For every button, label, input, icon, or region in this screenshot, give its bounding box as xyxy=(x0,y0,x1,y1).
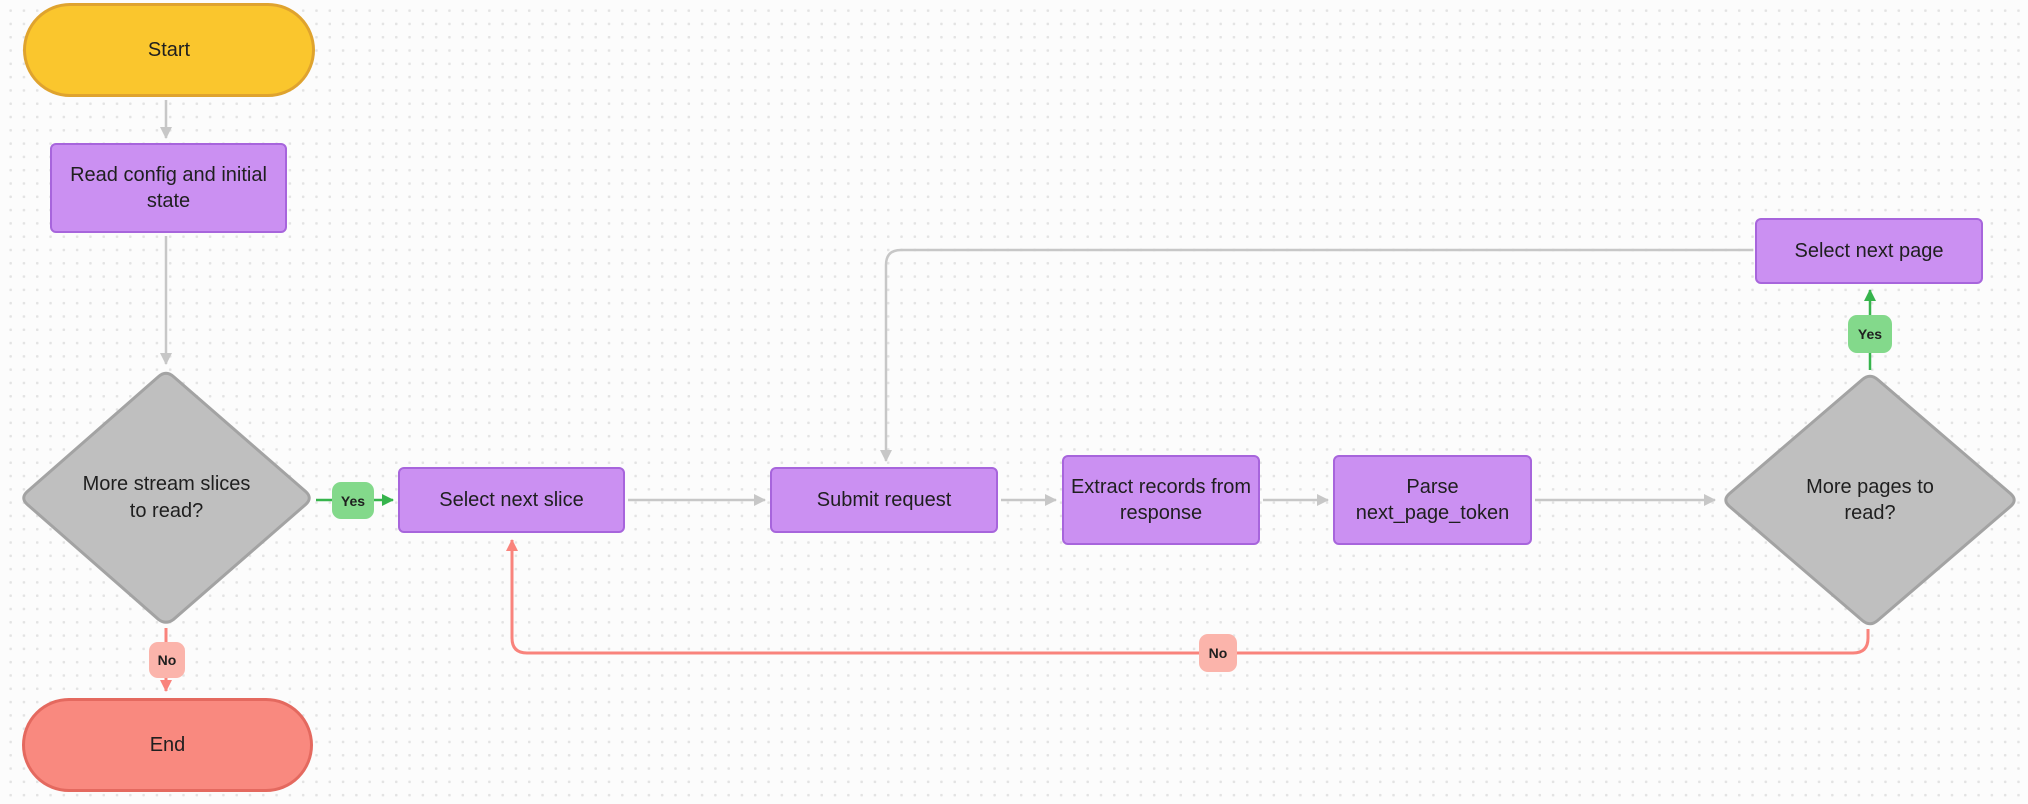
node-label: Select next page xyxy=(1794,239,1944,262)
edge-label-more-slices-yes[interactable]: Yes xyxy=(332,482,374,519)
node-extract-records[interactable]: Extract records from response xyxy=(1062,455,1260,545)
node-label: Extract records from response xyxy=(1070,475,1252,524)
node-select-next-slice[interactable]: Select next slice xyxy=(398,467,625,533)
node-label: Submit request xyxy=(816,488,952,511)
node-label: Parse next_page_token xyxy=(1355,475,1510,524)
node-parse-next-page-token[interactable]: Parse next_page_token xyxy=(1333,455,1532,545)
node-label: End xyxy=(149,733,186,756)
decision-more-pages[interactable] xyxy=(1724,374,2016,626)
node-label: Select next slice xyxy=(439,488,584,511)
node-end[interactable]: End xyxy=(22,698,313,792)
node-read-config[interactable]: Read config and initial state xyxy=(50,143,287,233)
node-start[interactable]: Start xyxy=(23,3,315,97)
edge-more-pages-no-loop xyxy=(506,539,1870,655)
edge-label-more-pages-yes[interactable]: Yes xyxy=(1848,315,1892,353)
node-label: Start xyxy=(147,38,191,61)
decision-more-slices[interactable] xyxy=(22,371,311,624)
node-submit-request[interactable]: Submit request xyxy=(770,467,998,533)
edge-label-more-slices-no[interactable]: No xyxy=(149,642,185,678)
edge-label-more-pages-no[interactable]: No xyxy=(1199,634,1237,672)
node-label: Read config and initial state xyxy=(70,163,267,212)
node-select-next-page[interactable]: Select next page xyxy=(1755,218,1983,284)
edge-select-page-to-submit-loop xyxy=(880,248,1753,462)
